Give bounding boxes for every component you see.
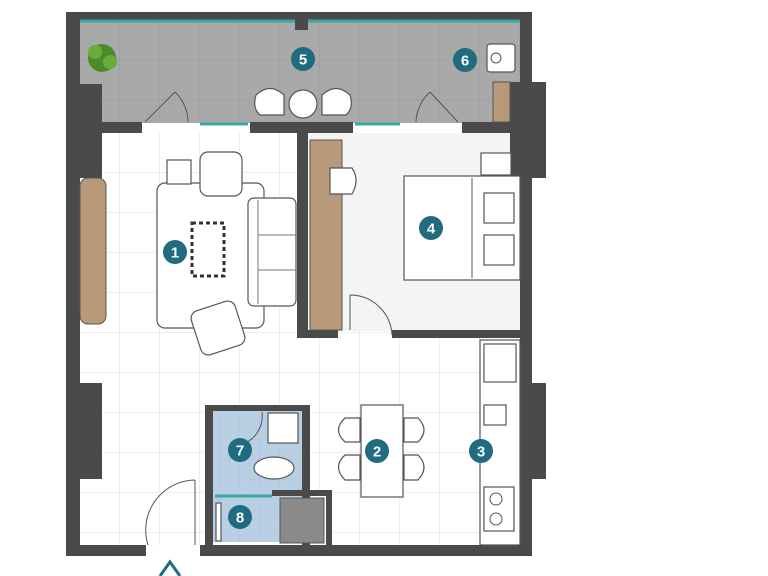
marker-label: 2 [373, 444, 381, 461]
balcony-table-set [254, 87, 352, 119]
dining-chair [337, 417, 361, 443]
desk-chair [329, 167, 357, 195]
marker-label: 7 [236, 443, 244, 460]
room-marker-4: 4 [419, 216, 443, 240]
room-marker-3: 3 [469, 439, 493, 463]
room-marker-7: 7 [228, 438, 252, 462]
stove-icon [483, 486, 515, 532]
armchair-top [199, 151, 243, 197]
plant-icon [88, 44, 117, 72]
dining-chair [403, 417, 425, 443]
marker-label: 8 [236, 510, 244, 527]
marker-label: 6 [461, 53, 469, 70]
arrow-up-icon [158, 559, 182, 576]
washing-machine-icon [486, 43, 516, 73]
marker-circle [469, 439, 493, 463]
sofa [247, 197, 297, 307]
room-marker-8: 8 [228, 505, 252, 529]
sofa-cushions [257, 200, 296, 304]
sink [483, 404, 507, 426]
room-marker-1: 1 [163, 240, 187, 264]
laundry-closet [279, 497, 325, 544]
dining-chair [337, 454, 361, 481]
room-markers: 1 2 3 4 5 6 7 8 [163, 47, 493, 529]
marker-circle [419, 216, 443, 240]
side-table [166, 159, 192, 185]
pillow [483, 192, 515, 224]
pillow [483, 234, 515, 266]
marker-circle [453, 48, 477, 72]
doors [144, 91, 459, 546]
marker-circle [365, 439, 389, 463]
dining-chair [403, 454, 425, 481]
fridge [483, 343, 517, 383]
toilet [253, 456, 295, 480]
windows [80, 19, 520, 498]
marker-label: 3 [477, 444, 485, 461]
room-marker-5: 5 [291, 47, 315, 71]
room-marker-2: 2 [365, 439, 389, 463]
marker-circle [228, 505, 252, 529]
nightstand [480, 152, 512, 176]
marker-label: 1 [171, 245, 179, 262]
balcony-cabinet [492, 81, 511, 123]
room-marker-6: 6 [453, 48, 477, 72]
marker-circle [163, 240, 187, 264]
marker-label: 5 [299, 52, 307, 69]
coffee-table [190, 221, 226, 278]
marker-label: 4 [427, 221, 436, 238]
marker-circle [291, 47, 315, 71]
tv-console [79, 177, 107, 325]
armchair-bottom [190, 300, 246, 356]
bathroom-sink [267, 412, 299, 444]
shower-fixture [215, 502, 222, 542]
marker-circle [228, 438, 252, 462]
